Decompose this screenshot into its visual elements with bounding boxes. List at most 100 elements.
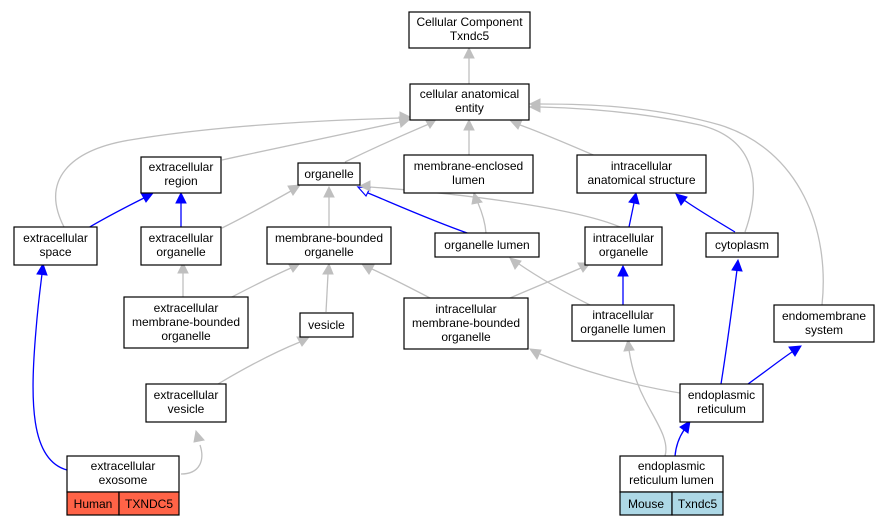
node-label-line1: intracellular — [592, 308, 653, 322]
edge-cytoplasm-to-cae — [539, 106, 754, 233]
arrowhead — [36, 262, 48, 276]
gene-label: Txndc5 — [678, 497, 718, 511]
node-endoplasmic-reticulum-lumen[interactable]: endoplasmic reticulum lumen Mouse Txndc5 — [619, 455, 724, 516]
arrowhead — [296, 336, 311, 347]
node-label-line1: organelle — [304, 167, 354, 181]
node-extracellular-region[interactable]: extracellular region — [140, 156, 222, 194]
node-label-line1: extracellular — [149, 231, 214, 245]
edge-orglumen-to-mel — [477, 202, 487, 234]
arrowhead — [528, 98, 541, 110]
node-membrane-bounded-organelle[interactable]: membrane-bounded organelle — [266, 226, 392, 265]
species-label: Human — [74, 497, 113, 511]
edge-exosome-to-ecspace — [32, 273, 68, 471]
node-label-line2: organelle — [156, 245, 206, 259]
edge-cytoplasm-to-ias — [683, 199, 736, 233]
node-endomembrane-system[interactable]: endomembrane system — [773, 304, 875, 343]
node-label-line2: organelle lumen — [580, 322, 665, 336]
node-label-line1: endomembrane — [782, 309, 866, 323]
node-label-line2: system — [805, 323, 843, 337]
edge-erlumen-to-er — [674, 429, 685, 457]
arrowhead — [323, 185, 335, 198]
node-label-line2: lumen — [452, 173, 485, 187]
node-organelle-lumen[interactable]: organelle lumen — [434, 232, 540, 258]
arrowhead — [358, 180, 371, 192]
node-extracellular-exosome[interactable]: extracellular exosome Human TXNDC5 — [66, 455, 180, 516]
node-label-line1: cytoplasm — [715, 238, 769, 252]
node-label-line2: reticulum — [697, 402, 746, 416]
node-label-line1: extracellular — [23, 231, 88, 245]
node-label-line1: intracellular — [435, 302, 496, 316]
edge-ecspace-to-cae — [55, 117, 403, 228]
node-label-line2: space — [39, 245, 71, 259]
node-label-line2: membrane-bounded — [132, 315, 240, 329]
gene-label: TXNDC5 — [125, 497, 173, 511]
node-extracellular-organelle[interactable]: extracellular organelle — [140, 226, 222, 266]
edge-vesicle-to-mbo — [325, 273, 329, 313]
node-label-line1: Cellular Component — [416, 15, 523, 29]
node-cytoplasm[interactable]: cytoplasm — [705, 232, 779, 258]
node-label-line1: vesicle — [308, 318, 345, 332]
edge-organelle-to-cae — [344, 123, 430, 163]
arrowhead — [628, 191, 640, 205]
node-extracellular-vesicle[interactable]: extracellular vesicle — [145, 383, 227, 423]
arrowhead — [679, 420, 691, 434]
arrowhead — [360, 263, 375, 275]
arrowhead — [193, 429, 205, 443]
node-label-line1: membrane-bounded — [275, 231, 383, 245]
node-label-line1: intracellular — [593, 231, 654, 245]
node-membrane-enclosed-lumen[interactable]: membrane-enclosed lumen — [403, 154, 534, 194]
node-label-line2: reticulum lumen — [629, 473, 714, 487]
edge-ecspace-to-ecregion — [87, 197, 145, 229]
edge-intmbo-to-mbo — [371, 268, 431, 299]
node-label-line2: anatomical structure — [587, 173, 695, 187]
node-label-line2: region — [164, 174, 197, 188]
edge-ias-to-cae — [519, 124, 599, 158]
edge-intorglumen-to-orglumen — [518, 263, 593, 307]
arrowhead — [399, 111, 412, 123]
arrowhead — [675, 193, 688, 206]
arrowhead — [508, 119, 523, 130]
gene-cell-human — [118, 491, 180, 516]
node-intracellular-membrane-bounded-organelle[interactable]: intracellular membrane-bounded organelle — [403, 297, 529, 350]
node-label-line1: cellular anatomical — [420, 87, 519, 101]
edge-er-to-endomembrane — [747, 351, 793, 385]
node-cellular-anatomical-entity[interactable]: cellular anatomical entity — [409, 83, 530, 121]
gene-cell-mouse — [671, 491, 724, 516]
node-intracellular-organelle-lumen[interactable]: intracellular organelle lumen — [571, 304, 675, 342]
edge-endomembrane-to-cae — [539, 103, 824, 306]
arrowhead — [322, 262, 334, 275]
node-label-line1: extracellular — [154, 388, 219, 402]
node-label-line2: organelle — [304, 245, 354, 259]
node-label-line3: organelle — [161, 329, 211, 343]
edge-intorganelle-to-ias — [628, 202, 635, 228]
node-endoplasmic-reticulum[interactable]: endoplasmic reticulum — [679, 383, 764, 423]
arrowhead — [617, 264, 629, 277]
node-label-line2: membrane-bounded — [412, 316, 520, 330]
node-label-line1: endoplasmic — [638, 459, 705, 473]
node-label-line2: exosome — [99, 473, 148, 487]
node-intracellular-organelle[interactable]: intracellular organelle — [584, 226, 663, 266]
node-label-line2: Txndc5 — [450, 29, 490, 43]
arrowhead — [528, 348, 542, 361]
node-label-line1: extracellular — [91, 459, 156, 473]
arrowhead — [731, 258, 743, 272]
edge-ecregion-to-cae — [221, 121, 401, 161]
edge-intmbo-to-intorganelle — [509, 267, 582, 299]
node-root[interactable]: Cellular Component Txndc5 — [408, 11, 531, 49]
edge-ecorganelle-to-organelle — [221, 190, 292, 229]
arrowhead — [175, 191, 187, 204]
node-vesicle[interactable]: vesicle — [299, 312, 354, 338]
edge-er-to-intmbo — [539, 353, 681, 394]
node-label-line1: membrane-enclosed — [414, 159, 523, 173]
arrowhead — [463, 118, 475, 131]
node-extracellular-membrane-bounded-organelle[interactable]: extracellular membrane-bounded organelle — [123, 296, 249, 349]
node-intracellular-anatomical-structure[interactable]: intracellular anatomical structure — [576, 154, 707, 194]
node-label-line2: entity — [455, 101, 484, 115]
node-label-line1: intracellular — [611, 159, 672, 173]
node-extracellular-space[interactable]: extracellular space — [13, 226, 98, 266]
node-organelle[interactable]: organelle — [297, 162, 361, 186]
arrowhead — [509, 257, 522, 270]
species-label: Mouse — [628, 497, 664, 511]
node-label-line2: organelle — [599, 245, 649, 259]
